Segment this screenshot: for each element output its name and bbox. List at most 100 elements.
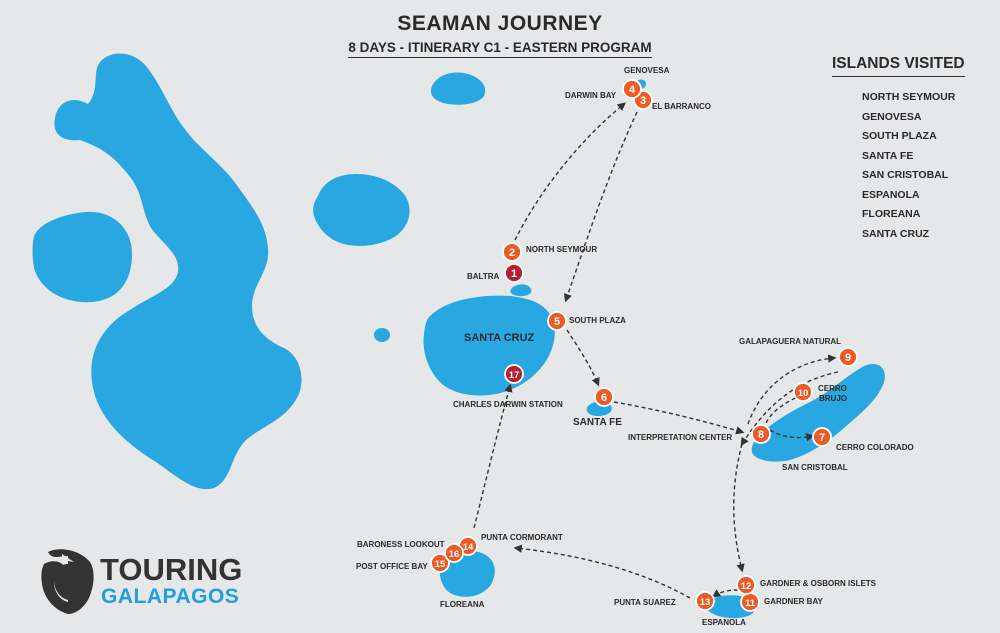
stop-number: 3 [640, 95, 646, 107]
label-cerro-brujo-2: BRUJO [819, 394, 848, 403]
stop-number: 13 [700, 597, 711, 608]
legend-title: ISLANDS VISITED [832, 55, 965, 77]
stop-marker-9: 9 [838, 347, 858, 367]
stop-number: 4 [629, 84, 636, 96]
label-el-barranco: EL BARRANCO [652, 102, 711, 111]
route-3-5 [563, 111, 638, 303]
stop-number: 11 [745, 598, 756, 609]
penguin-logo-icon [41, 549, 94, 614]
santa-cruz-island [423, 295, 555, 396]
stop-circle [547, 311, 567, 331]
label-baroness-lookout: BARONESS LOOKOUT [357, 540, 445, 549]
rabida-island [374, 328, 390, 342]
stop-circle [502, 242, 522, 262]
stop-circle [838, 347, 858, 367]
stop-number: 15 [435, 559, 446, 570]
island-label-santa-fe: SANTA FE [573, 417, 622, 428]
label-gardner-bay: GARDNER BAY [764, 597, 823, 606]
san-cristobal-island [751, 363, 885, 462]
route-5-6 [566, 329, 600, 387]
legend-item: FLOREANA [862, 208, 921, 220]
legend-item: NORTH SEYMOUR [862, 91, 956, 103]
stop-number: 16 [449, 549, 460, 560]
legend-item: SANTA FE [862, 149, 914, 162]
route-13-14 [513, 544, 691, 599]
fernandina-island [32, 211, 132, 303]
stop-marker-15: 15 [430, 553, 450, 573]
brand-logo: TOURING GALAPAGOS [40, 548, 260, 618]
legend-item: SANTA CRUZ [862, 227, 930, 240]
subtitle-text: 8 DAYS - ITINERARY C1 - EASTERN PROGRAM [348, 40, 652, 58]
label-south-plaza: SOUTH PLAZA [569, 316, 626, 325]
stop-circle [504, 263, 524, 283]
brand-name-line2: GALAPAGOS [101, 585, 240, 608]
stop-marker-6: 6 [594, 387, 614, 407]
route-6-8 [613, 401, 745, 435]
stop-circle [751, 424, 771, 444]
stop-marker-11: 11 [740, 592, 760, 612]
stop-marker-4: 4 [622, 79, 642, 99]
legend-item: GENOVESA [862, 110, 922, 123]
stop-circle [793, 382, 813, 402]
stop-circle [504, 364, 524, 384]
label-baltra: BALTRA [467, 272, 500, 281]
baltra-island [510, 284, 532, 297]
stop-number: 14 [463, 542, 474, 553]
island-label-santa-cruz: SANTA CRUZ [464, 332, 535, 344]
label-cerro-colorado: CERRO COLORADO [836, 443, 914, 452]
label-cerro-brujo-1: CERRO [818, 384, 847, 393]
santiago-island [313, 174, 410, 246]
stop-circle [695, 591, 715, 611]
label-post-office-bay: POST OFFICE BAY [356, 562, 428, 571]
legend-list: NORTH SEYMOUR GENOVESA SOUTH PLAZA SANTA… [862, 88, 955, 244]
stop-number: 9 [845, 352, 851, 364]
stop-marker-7: 7 [812, 427, 832, 447]
island-label-floreana: FLOREANA [440, 600, 485, 609]
stop-marker-2: 2 [502, 242, 522, 262]
label-interpretation-center: INTERPRETATION CENTER [628, 433, 733, 442]
route-11-13 [711, 589, 739, 598]
legend-item: SAN CRISTOBAL [862, 169, 949, 181]
label-galapaguera-natural: GALAPAGUERA NATURAL [739, 337, 842, 346]
route-2-4 [514, 102, 626, 241]
label-darwin-bay: DARWIN BAY [565, 91, 617, 100]
island-label-espanola: ESPANOLA [702, 618, 746, 627]
stop-number: 2 [509, 247, 515, 259]
stop-number: 7 [819, 432, 825, 444]
stop-circle [444, 543, 464, 563]
stop-marker-1: 1 [504, 263, 524, 283]
stop-circle [622, 79, 642, 99]
route-8-9 [747, 354, 837, 425]
stop-marker-10: 10 [793, 382, 813, 402]
stop-number: 12 [741, 581, 752, 592]
stop-number: 6 [601, 392, 607, 404]
page-subtitle: 8 DAYS - ITINERARY C1 - EASTERN PROGRAM [300, 40, 700, 58]
stop-circle [812, 427, 832, 447]
stop-marker-17: 17 [504, 364, 524, 384]
legend-item: ESPANOLA [862, 188, 920, 201]
label-charles-darwin-station: CHARLES DARWIN STATION [453, 400, 563, 409]
island-label-san-cristobal: SAN CRISTOBAL [782, 463, 848, 472]
label-north-seymour: NORTH SEYMOUR [526, 245, 598, 254]
stop-marker-16: 16 [444, 543, 464, 563]
stop-number: 5 [554, 316, 560, 328]
marchena-island [430, 72, 486, 105]
label-gardner-osborn: GARDNER & OSBORN ISLETS [760, 579, 877, 588]
stop-marker-5: 5 [547, 311, 567, 331]
route-9-8 [740, 371, 839, 447]
island-label-genovesa: GENOVESA [624, 66, 670, 75]
stop-circle [594, 387, 614, 407]
stop-circle [736, 575, 756, 595]
label-punta-suarez: PUNTA SUAREZ [614, 598, 676, 607]
stop-marker-13: 13 [695, 591, 715, 611]
page-title: SEAMAN JOURNEY [397, 12, 603, 35]
route-14-17 [473, 383, 513, 529]
stop-number: 1 [511, 268, 517, 280]
stop-number: 8 [758, 429, 764, 441]
legend-item: SOUTH PLAZA [862, 130, 937, 142]
isabela-island [54, 53, 302, 490]
stop-number: 10 [798, 388, 809, 399]
stop-marker-12: 12 [736, 575, 756, 595]
brand-name-line1: TOURING [100, 552, 243, 587]
